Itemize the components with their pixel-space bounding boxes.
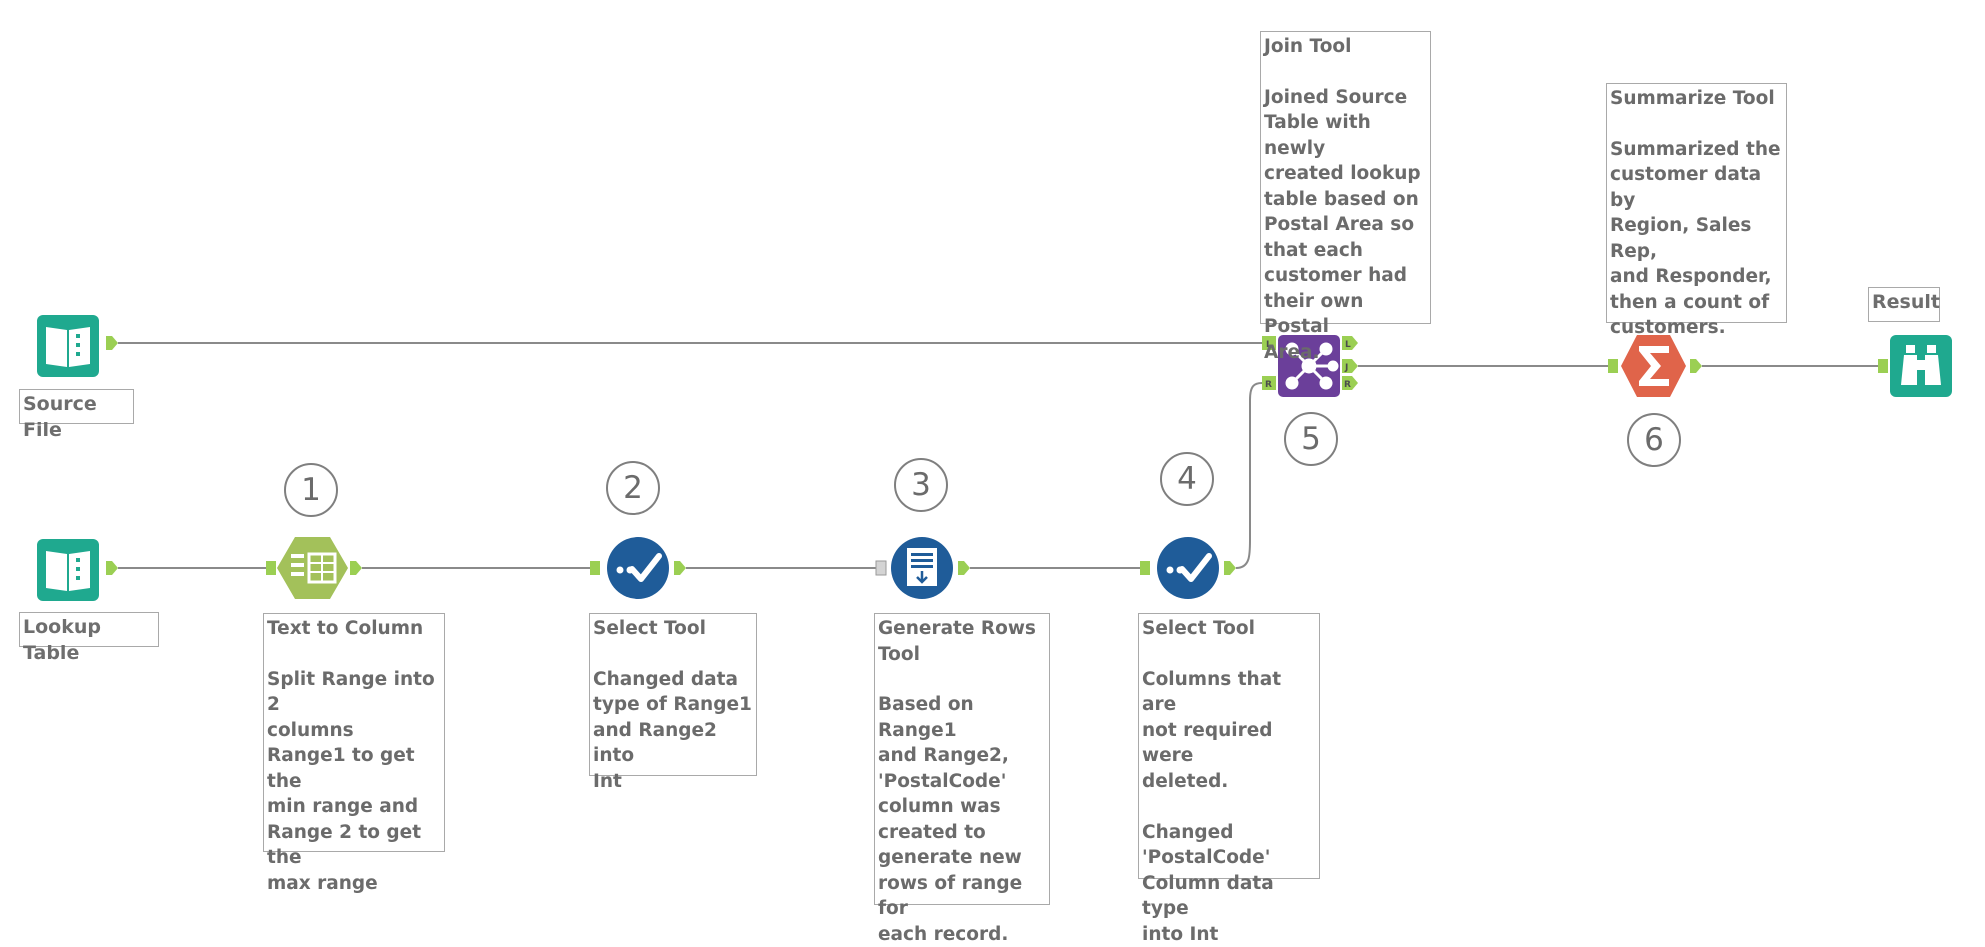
comment-select-tool-4[interactable]: Select Tool Columns that are not require… xyxy=(1138,613,1320,879)
step-number-6: 6 xyxy=(1627,413,1681,467)
browse-tool[interactable] xyxy=(1878,335,1952,397)
comment-title: Generate Rows Tool xyxy=(878,616,1046,667)
comment-title: Join Tool xyxy=(1264,34,1427,60)
generate-rows-input-anchor[interactable] xyxy=(876,561,886,575)
connection-select-to-join-right[interactable] xyxy=(1236,383,1262,568)
lookup-table-label: Lookup Table xyxy=(19,612,159,647)
comment-body: Changed data type of Range1 and Range2 i… xyxy=(593,667,753,795)
join-r-output-anchor[interactable]: R xyxy=(1342,376,1358,390)
lookup-table-tool[interactable] xyxy=(37,539,118,601)
text-to-column-input-anchor[interactable] xyxy=(266,561,276,575)
source-output-anchor[interactable] xyxy=(106,336,118,350)
result-label: Result xyxy=(1868,287,1940,322)
comment-generate-rows[interactable]: Generate Rows Tool Based on Range1 and R… xyxy=(874,613,1050,905)
step-number-4: 4 xyxy=(1160,452,1214,506)
text-to-column-output-anchor[interactable] xyxy=(350,561,362,575)
select-4-output-anchor[interactable] xyxy=(1224,561,1236,575)
lookup-output-anchor[interactable] xyxy=(106,561,118,575)
select-tool-4[interactable] xyxy=(1140,537,1236,599)
step-number-1: 1 xyxy=(284,463,338,517)
generate-rows-icon xyxy=(907,548,937,586)
comment-select-tool-2[interactable]: Select Tool Changed data type of Range1 … xyxy=(589,613,757,776)
summarize-input-anchor[interactable] xyxy=(1608,359,1618,373)
summarize-output-anchor[interactable] xyxy=(1690,359,1702,373)
comment-body: Joined Source Table with newly created l… xyxy=(1264,85,1427,366)
source-file-tool[interactable] xyxy=(37,315,118,377)
select-4-input-anchor[interactable] xyxy=(1140,561,1150,575)
generate-rows-output-anchor[interactable] xyxy=(958,561,970,575)
step-number-5: 5 xyxy=(1284,412,1338,466)
comment-text-to-column[interactable]: Text to Column Split Range into 2 column… xyxy=(263,613,445,852)
port-label-out-r: R xyxy=(1344,380,1351,390)
comment-title: Text to Column xyxy=(267,616,441,642)
comment-title: Select Tool xyxy=(1142,616,1316,642)
comment-title: Select Tool xyxy=(593,616,753,642)
comment-join-tool[interactable]: Join Tool Joined Source Table with newly… xyxy=(1260,31,1431,324)
comment-body: Columns that are not required were delet… xyxy=(1142,667,1316,947)
select-tool-2[interactable] xyxy=(590,537,686,599)
summarize-tool[interactable] xyxy=(1608,335,1702,397)
join-right-input-anchor[interactable]: R xyxy=(1262,376,1276,390)
select-2-input-anchor[interactable] xyxy=(590,561,600,575)
comment-body: Based on Range1 and Range2, 'PostalCode'… xyxy=(878,692,1046,947)
step-number-2: 2 xyxy=(606,461,660,515)
select-2-output-anchor[interactable] xyxy=(674,561,686,575)
comment-title: Summarize Tool xyxy=(1610,86,1783,112)
comment-summarize-tool[interactable]: Summarize Tool Summarized the customer d… xyxy=(1606,83,1787,323)
comment-body: Split Range into 2 columns Range1 to get… xyxy=(267,667,441,897)
text-to-column-tool[interactable] xyxy=(266,537,362,599)
browse-input-anchor[interactable] xyxy=(1878,359,1888,373)
comment-body: Summarized the customer data by Region, … xyxy=(1610,137,1783,341)
port-label-r: R xyxy=(1265,380,1272,390)
source-file-label: Source File xyxy=(19,389,134,424)
generate-rows-tool[interactable] xyxy=(876,537,970,599)
step-number-3: 3 xyxy=(894,458,948,512)
